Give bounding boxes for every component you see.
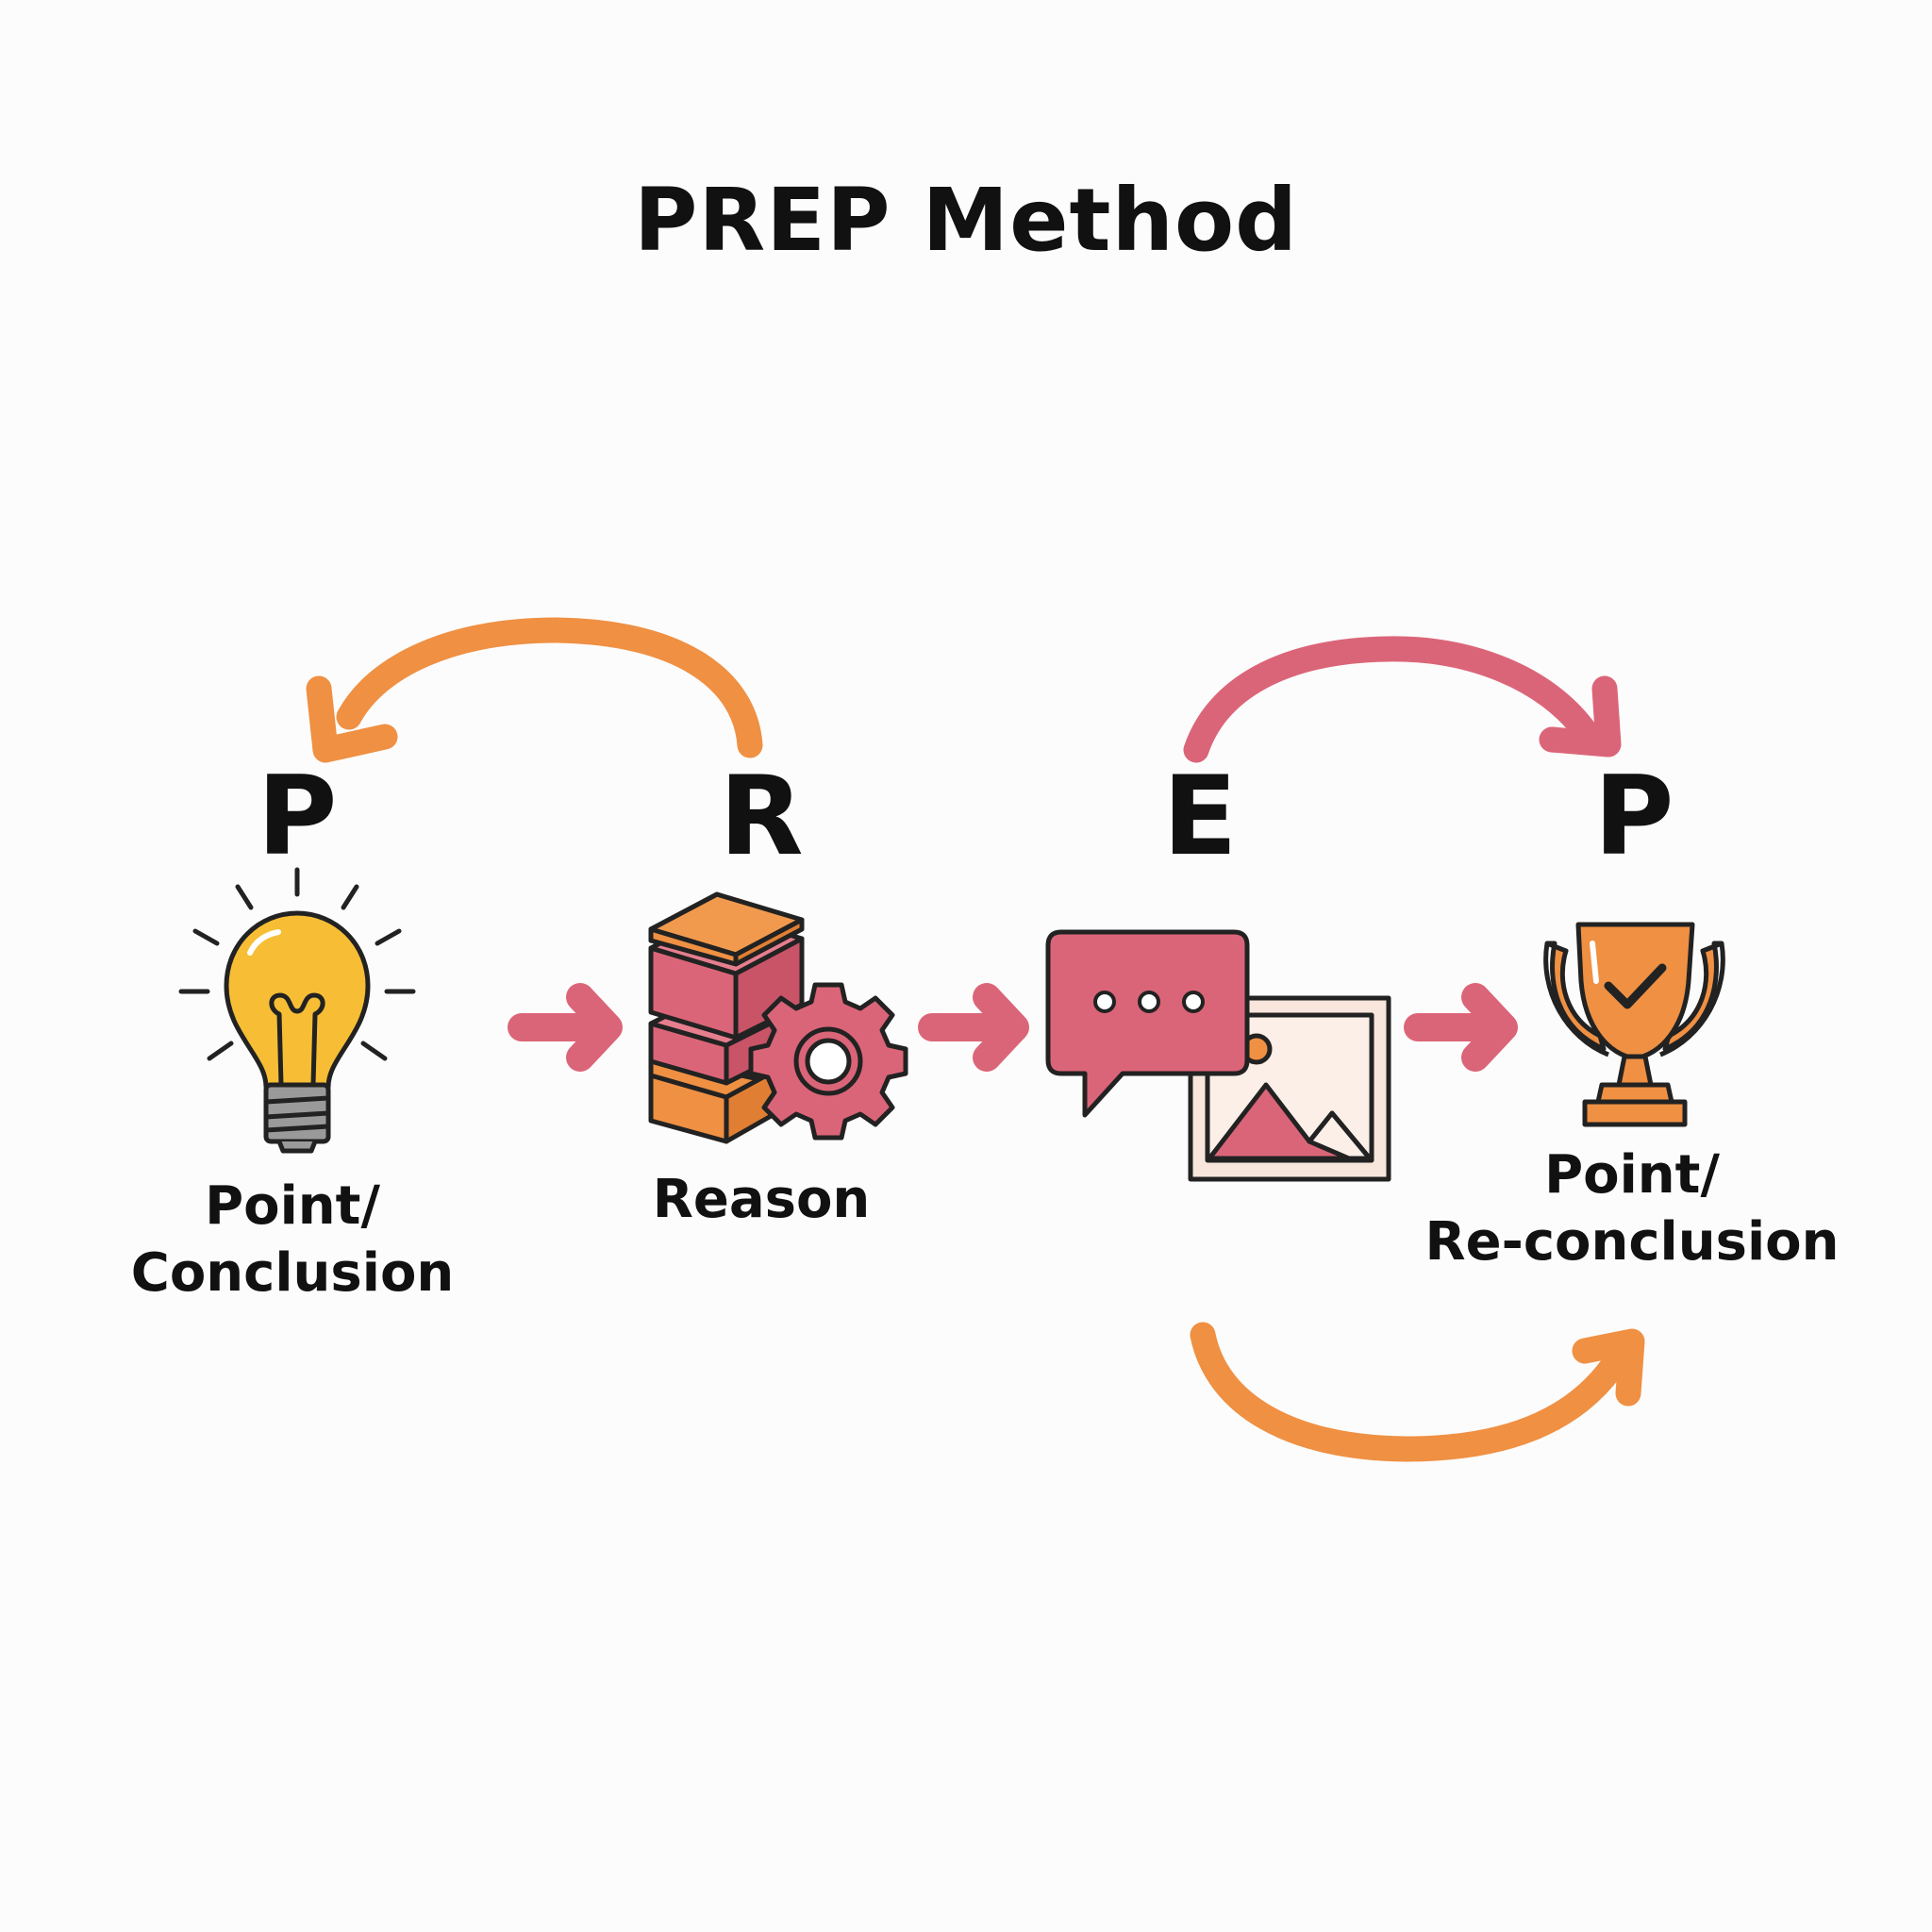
step-letter-example: E [1162, 753, 1238, 880]
step-letter-reason: R [719, 753, 804, 880]
lightbulb-icon [178, 867, 416, 1154]
step-label-point: Point/ Conclusion [130, 1175, 455, 1305]
trophy-check-icon [1543, 922, 1725, 1127]
curved-arrow-reason-to-point [306, 617, 763, 763]
straight-arrow-3 [1404, 983, 1518, 1072]
step-label-reason: Reason [652, 1169, 871, 1230]
straight-arrow-2 [918, 983, 1029, 1072]
speech-bubble-image-icon [1045, 929, 1391, 1182]
curved-arrow-example-to-point [1183, 636, 1622, 763]
curved-arrow-bottom [1190, 1322, 1645, 1462]
step-letter-point-final: P [1593, 753, 1674, 880]
stacked-blocks-gear-icon [648, 891, 908, 1144]
step-letter-point: P [257, 753, 338, 880]
diagram-title: PREP Method [633, 170, 1299, 271]
straight-arrow-1 [508, 983, 623, 1072]
step-label-point-final: Point/ Re-conclusion [1424, 1144, 1840, 1274]
